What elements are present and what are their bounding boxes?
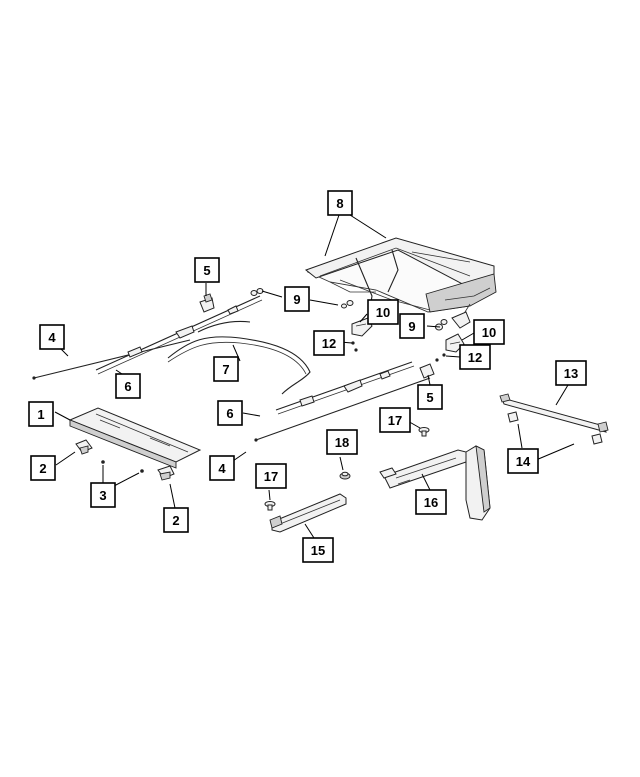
- callout-14: 14: [507, 448, 539, 474]
- svg-text:6: 6: [124, 379, 131, 394]
- svg-text:13: 13: [564, 366, 578, 381]
- latch-bracket-part-left: [75, 439, 93, 455]
- svg-text:4: 4: [48, 330, 56, 345]
- grommet-part-18: [339, 471, 351, 480]
- cable-part-6-left: [95, 295, 263, 375]
- screw-part-12: [351, 341, 446, 362]
- rod-part-4-right: [254, 377, 431, 442]
- roof-frame-part: [304, 237, 497, 323]
- push-pin-part-17-right: [418, 427, 430, 437]
- svg-text:5: 5: [203, 263, 210, 278]
- callout-4-left: 4: [39, 324, 65, 350]
- latch-bracket-part-right: [157, 465, 175, 481]
- callout-1: 1: [28, 401, 54, 427]
- callout-17-left: 17: [255, 463, 287, 489]
- clip-part-5-right: [419, 363, 435, 379]
- callout-2-right: 2: [163, 507, 189, 533]
- svg-text:9: 9: [293, 292, 300, 307]
- callout-15: 15: [302, 537, 334, 563]
- svg-text:7: 7: [222, 362, 229, 377]
- cable-part-6-right: [275, 361, 415, 415]
- svg-text:10: 10: [482, 325, 496, 340]
- callout-10-right: 10: [473, 319, 505, 345]
- svg-text:12: 12: [468, 350, 482, 365]
- svg-text:18: 18: [335, 435, 349, 450]
- svg-text:10: 10: [376, 305, 390, 320]
- callout-3: 3: [90, 482, 116, 508]
- rear-rail-part: [499, 393, 609, 433]
- callout-16: 16: [415, 489, 447, 515]
- svg-text:15: 15: [311, 543, 325, 558]
- rail-clip-part-14: [507, 411, 603, 445]
- callout-9-right: 9: [399, 313, 425, 339]
- svg-text:17: 17: [388, 413, 402, 428]
- sill-trim-part: [269, 493, 347, 533]
- svg-text:4: 4: [218, 461, 226, 476]
- rod-part-4-left: [32, 339, 191, 380]
- svg-text:16: 16: [424, 495, 438, 510]
- svg-text:9: 9: [408, 319, 415, 334]
- callout-13: 13: [555, 360, 587, 386]
- leader-lines: [54, 214, 575, 539]
- svg-text:2: 2: [172, 513, 179, 528]
- stud-part-right: [435, 319, 448, 331]
- callout-6-right: 6: [217, 400, 243, 426]
- callout-9-left: 9: [284, 286, 310, 312]
- clip-part-5-left: [199, 293, 215, 313]
- push-pin-part-17-left: [264, 501, 276, 511]
- callout-17-right: 17: [379, 407, 411, 433]
- callout-7: 7: [213, 356, 239, 382]
- callout-4-right: 4: [209, 455, 235, 481]
- fastener-part-3: [101, 460, 144, 473]
- callout-12-left: 12: [313, 330, 345, 356]
- svg-text:8: 8: [336, 196, 343, 211]
- svg-text:17: 17: [264, 469, 278, 484]
- callout-12-right: 12: [459, 344, 491, 370]
- svg-text:2: 2: [39, 461, 46, 476]
- svg-text:6: 6: [226, 406, 233, 421]
- callout-2-left: 2: [30, 455, 56, 481]
- svg-text:1: 1: [37, 407, 44, 422]
- svg-text:12: 12: [322, 336, 336, 351]
- callout-10-left: 10: [367, 299, 399, 325]
- svg-text:3: 3: [99, 488, 106, 503]
- hinge-bracket-part-left: [351, 317, 373, 337]
- callout-6-left: 6: [115, 373, 141, 399]
- callout-18: 18: [326, 429, 358, 455]
- svg-text:5: 5: [426, 390, 433, 405]
- header-panel-part: [68, 407, 202, 469]
- svg-text:14: 14: [516, 454, 531, 469]
- pillar-trim-part: [379, 445, 491, 521]
- callout-8: 8: [327, 190, 353, 216]
- curved-cable-part-7: [167, 320, 311, 395]
- callout-5-right: 5: [417, 384, 443, 410]
- callout-5-left: 5: [194, 257, 220, 283]
